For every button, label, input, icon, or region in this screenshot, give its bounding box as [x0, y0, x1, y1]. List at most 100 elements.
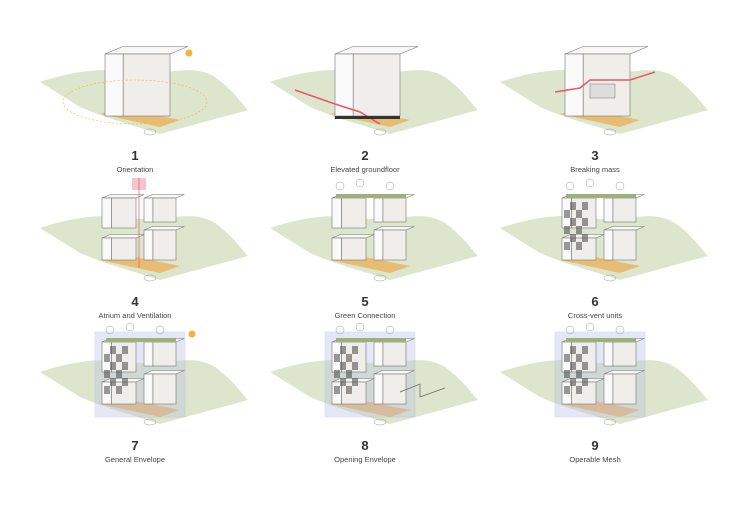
checker-unit [564, 386, 570, 394]
upper-right-volume-left-face [373, 341, 384, 367]
step-number: 7 [131, 438, 139, 453]
upper-right-volume-front-face [382, 341, 407, 367]
checker-unit [122, 346, 128, 354]
step-label: Operable Mesh [569, 455, 621, 464]
checker-unit [582, 202, 588, 210]
checker-unit [576, 226, 582, 234]
checker-unit [582, 362, 588, 370]
checker-unit [582, 346, 588, 354]
upper-right-volume-left-face [603, 197, 614, 223]
green-roof [336, 194, 406, 198]
lower-left-volume-front-face [111, 237, 137, 261]
upper-right-volume-front-face [152, 341, 177, 367]
checker-unit [570, 218, 576, 226]
green-roof [106, 338, 176, 342]
tree-icon [335, 181, 345, 191]
checker-unit [352, 346, 358, 354]
upper-left-volume-front-face [111, 197, 137, 229]
upper-right-volume-left-face [603, 341, 614, 367]
checker-unit [104, 354, 110, 362]
building-mass-top [334, 46, 419, 55]
step-label: Breaking mass [570, 165, 620, 174]
upper-right-volume-top [143, 194, 185, 199]
tree-icon [615, 325, 625, 335]
breaking-line [554, 71, 656, 93]
checker-unit [564, 354, 570, 362]
checker-unit [122, 378, 128, 386]
checker-unit [352, 362, 358, 370]
north-marker-icon [143, 418, 157, 426]
green-roof [566, 194, 636, 198]
step-number: 5 [361, 294, 369, 309]
north-marker-icon [603, 418, 617, 426]
checker-unit [110, 346, 116, 354]
step-illustration [500, 178, 708, 282]
lower-right-volume-front-face [612, 373, 637, 405]
checker-unit [334, 354, 340, 362]
checker-unit [340, 346, 346, 354]
building-mass-top [104, 46, 189, 55]
lower-right-volume-left-face [603, 229, 614, 261]
lower-right-volume-left-face [373, 229, 384, 261]
step-illustration [270, 46, 478, 136]
tree-icon [565, 181, 575, 191]
step-number: 6 [591, 294, 599, 309]
lower-left-volume-left-face [331, 237, 342, 261]
upper-left-volume-left-face [331, 197, 342, 229]
lower-right-volume-left-face [143, 373, 154, 405]
step-label: General Envelope [104, 455, 166, 464]
tree-icon [615, 181, 625, 191]
step-label: Atrium and Ventilation [98, 311, 172, 320]
north-marker-icon [373, 418, 387, 426]
upper-right-volume-front-face [612, 341, 637, 367]
step-illustration [40, 322, 248, 426]
north-marker-icon [603, 274, 617, 282]
checker-unit [564, 370, 570, 378]
opening-panel [399, 383, 446, 398]
upper-right-volume-left-face [143, 341, 154, 367]
lower-left-volume-front-face [341, 237, 367, 261]
sun-icon [185, 49, 193, 57]
pilotis [335, 116, 400, 119]
building-mass-left-face [564, 53, 584, 117]
checker-unit [570, 378, 576, 386]
checker-unit [104, 370, 110, 378]
checker-unit [570, 234, 576, 242]
tree-icon [105, 325, 115, 335]
step-label: Orientation [116, 165, 154, 174]
tree-icon [585, 178, 595, 188]
tree-icon [355, 322, 365, 332]
checker-unit [564, 226, 570, 234]
step-number: 9 [591, 438, 599, 453]
north-marker-icon [373, 274, 387, 282]
checker-unit [576, 242, 582, 250]
building-mass-front-face [352, 53, 401, 117]
upper-left-volume-front-face [341, 197, 367, 229]
lower-right-volume-front-face [152, 229, 177, 261]
lower-right-volume-front-face [382, 229, 407, 261]
tree-icon [125, 322, 135, 332]
checker-unit [116, 354, 122, 362]
tree-icon [355, 178, 365, 188]
upper-left-volume-top [101, 194, 145, 199]
checker-unit [582, 218, 588, 226]
north-marker-icon [143, 128, 157, 136]
step-label: Opening Envelope [334, 455, 396, 464]
checker-unit [346, 370, 352, 378]
checker-unit [582, 378, 588, 386]
checker-unit [340, 362, 346, 370]
checker-unit [334, 386, 340, 394]
checker-unit [352, 378, 358, 386]
step-illustration [270, 178, 478, 282]
north-marker-icon [143, 274, 157, 282]
step-illustration [500, 322, 708, 426]
lower-right-volume-front-face [382, 373, 407, 405]
green-roof [566, 338, 636, 342]
building-mass-left-face [104, 53, 124, 117]
tree-icon [585, 322, 595, 332]
green-roof [336, 338, 406, 342]
